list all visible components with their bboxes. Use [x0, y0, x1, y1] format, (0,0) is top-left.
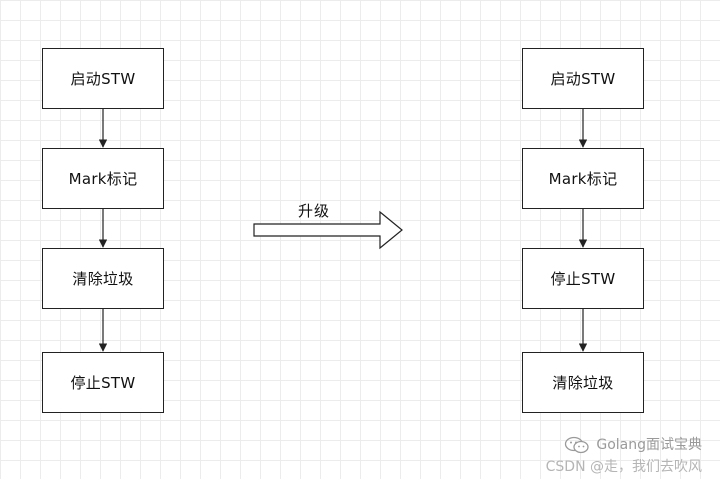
right-step-sweep: 清除垃圾	[522, 352, 644, 413]
left-step-sweep: 清除垃圾	[42, 248, 164, 309]
left-step-mark: Mark标记	[42, 148, 164, 209]
watermark-credit: CSDN @走，我们去吹风	[545, 459, 702, 475]
left-step-start-stw: 启动STW	[42, 48, 164, 109]
right-step-mark: Mark标记	[522, 148, 644, 209]
upgrade-label: 升级	[298, 202, 331, 220]
watermark: Golang面试宝典 CSDN @走，我们去吹风	[546, 434, 702, 478]
watermark-brand: Golang面试宝典	[596, 437, 702, 453]
upgrade-arrow	[253, 210, 403, 250]
right-step-start-stw: 启动STW	[522, 48, 644, 109]
right-step-stop-stw: 停止STW	[522, 248, 644, 309]
wechat-icon	[565, 436, 589, 454]
left-step-stop-stw: 停止STW	[42, 352, 164, 413]
